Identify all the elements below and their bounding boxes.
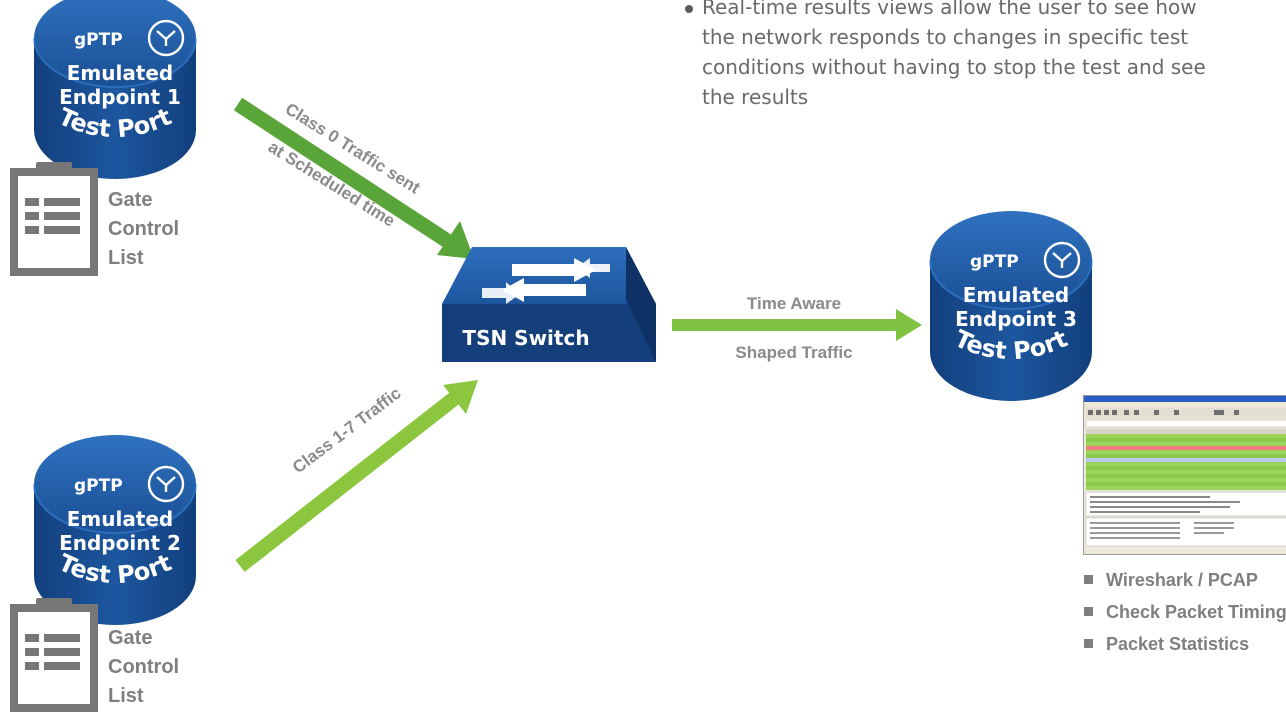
gcl-2-line2: Control — [108, 656, 180, 678]
description-line1: Real-time results views allow the user t… — [702, 0, 1197, 19]
gate-control-list-2: Gate Control List — [108, 624, 179, 711]
class17-label: Class 1-7 Traffic — [289, 384, 405, 478]
gcl-1-line3: List — [108, 247, 144, 269]
tools-list: Wireshark / PCAP Check Packet Timing Pac… — [1084, 566, 1286, 662]
endpoint-title-1b: Endpoint 1 — [59, 85, 181, 109]
clock-icon — [1043, 241, 1081, 279]
description-line3: conditions without having to stop the te… — [702, 55, 1206, 79]
endpoint-1: gPTP Emulated Endpoint 1 Test Port — [33, 0, 197, 179]
switch-arrows-icon — [482, 258, 610, 304]
shaped-label-line2: Shaped Traffic — [735, 343, 852, 362]
tool-item: Wireshark / PCAP — [1084, 566, 1286, 598]
class0-arrow — [233, 97, 474, 259]
wireshark-screenshot — [1083, 395, 1286, 555]
clipboard-icon — [10, 598, 98, 712]
endpoint-title-2a: Emulated — [67, 507, 174, 531]
bullet-dot — [685, 5, 693, 13]
bullet-square — [1084, 639, 1093, 648]
tool-label-stats: Packet Statistics — [1106, 634, 1250, 654]
shaped-traffic-arrow — [672, 309, 922, 341]
description-bullet: Real-time results views allow the user t… — [685, 0, 1286, 112]
description-line4: the results — [702, 85, 809, 109]
shaped-label-line1: Time Aware — [747, 294, 841, 313]
switch-label: TSN Switch — [462, 326, 589, 350]
bullet-square — [1084, 575, 1093, 584]
class0-label-line2: at Scheduled time — [265, 137, 398, 230]
class17-arrow — [235, 380, 478, 572]
tool-item: Packet Statistics — [1084, 630, 1286, 662]
endpoint-title-1a: Emulated — [67, 61, 174, 85]
tool-item: Check Packet Timing — [1084, 598, 1286, 630]
gcl-1-line2: Control — [108, 218, 180, 240]
clock-icon — [147, 19, 185, 57]
description-line2: the network responds to changes in speci… — [702, 25, 1189, 49]
endpoint-2: gPTP Emulated Endpoint 2 Test Port — [33, 435, 197, 625]
endpoint-title-3a: Emulated — [963, 283, 1070, 307]
endpoint-title-3b: Endpoint 3 — [955, 307, 1077, 331]
endpoint-title-2b: Endpoint 2 — [59, 531, 181, 555]
gcl-2-line1: Gate — [108, 627, 153, 649]
tsn-switch: TSN Switch — [442, 247, 656, 362]
clipboard-icon — [10, 162, 98, 276]
clock-icon — [147, 465, 185, 503]
gcl-1-line1: Gate — [108, 189, 153, 211]
endpoint-3: gPTP Emulated Endpoint 3 Test Port — [929, 211, 1093, 401]
tool-label-timing: Check Packet Timing — [1106, 602, 1286, 622]
gcl-2-line3: List — [108, 685, 144, 707]
bullet-square — [1084, 607, 1093, 616]
gate-control-list-1: Gate Control List — [108, 186, 179, 273]
gptp-label-1: gPTP — [74, 30, 123, 50]
gptp-label-2: gPTP — [74, 476, 123, 496]
tool-label-wireshark: Wireshark / PCAP — [1106, 570, 1258, 590]
gptp-label-3: gPTP — [970, 252, 1019, 272]
